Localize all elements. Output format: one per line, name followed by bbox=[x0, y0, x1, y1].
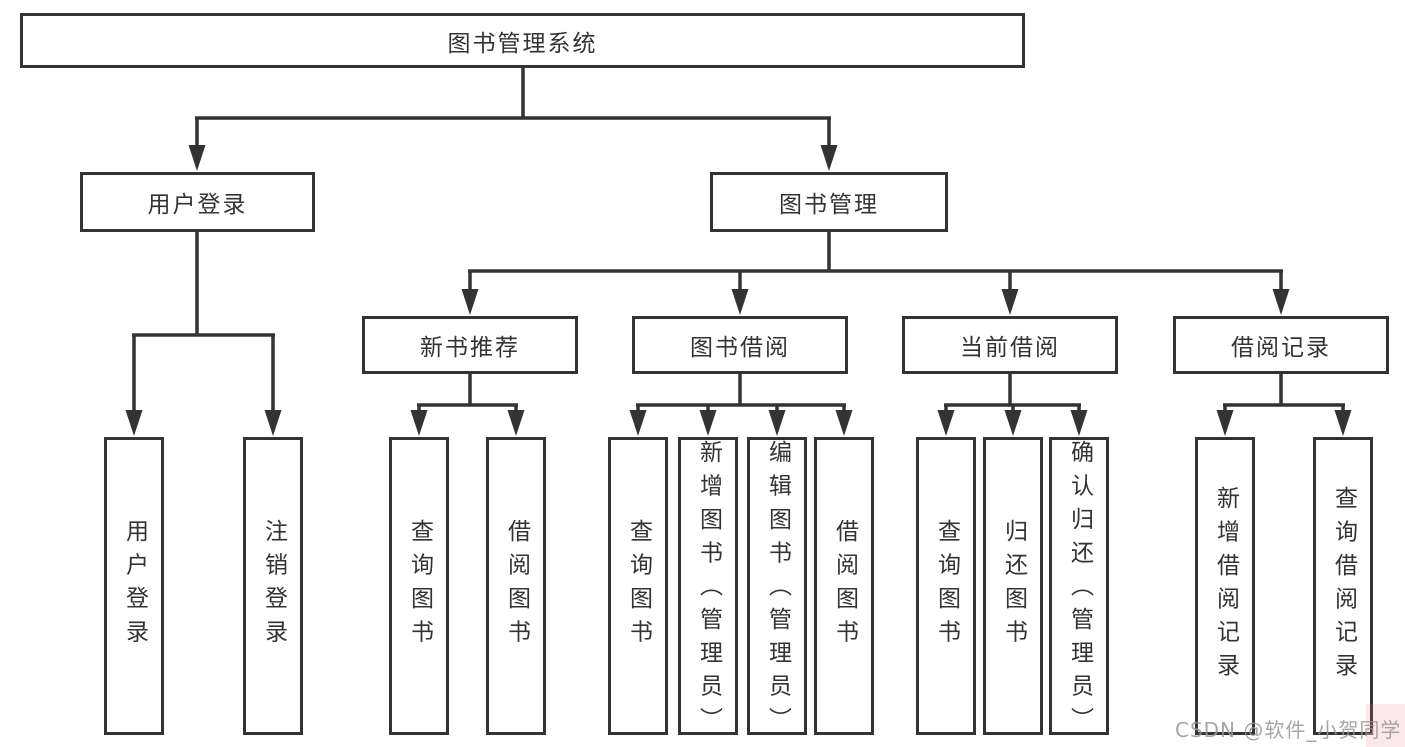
node-current-borrowing: 当前借阅 bbox=[902, 316, 1118, 374]
watermark-highlight bbox=[1366, 704, 1405, 747]
node-library-system: 图书管理系统 bbox=[20, 13, 1025, 68]
leaf-label: 查询图书 bbox=[933, 519, 960, 653]
leaf-label: 注销登录 bbox=[260, 519, 287, 653]
leaf-return-books: 归还图书 bbox=[983, 437, 1043, 735]
connector-records-to-leaves bbox=[1223, 374, 1345, 416]
node-book-management: 图书管理 bbox=[710, 172, 948, 232]
node-label: 图书借阅 bbox=[690, 335, 790, 361]
connector-currentborrow-to-leaves bbox=[944, 374, 1081, 416]
leaf-query-borrow-record: 查询借阅记录 bbox=[1313, 437, 1373, 735]
node-label: 图书管理系统 bbox=[447, 30, 598, 57]
node-label: 新书推荐 bbox=[420, 335, 520, 361]
node-new-book-recommend: 新书推荐 bbox=[362, 316, 578, 374]
node-book-borrowing: 图书借阅 bbox=[632, 316, 848, 374]
leaf-label: 编辑图书（管理员） bbox=[764, 440, 791, 741]
connector-root-to-level2 bbox=[195, 68, 831, 152]
leaf-label: 查询图书 bbox=[406, 519, 433, 653]
leaf-query-books-recommend: 查询图书 bbox=[389, 437, 449, 735]
leaf-label: 新增图书（管理员） bbox=[695, 440, 722, 741]
leaf-query-books-current: 查询图书 bbox=[916, 437, 976, 735]
connector-bookmgmt-to-level3 bbox=[468, 232, 1283, 298]
connector-userlogin-to-leaves bbox=[132, 232, 275, 416]
leaf-user-login: 用户登录 bbox=[104, 437, 164, 735]
leaf-borrow-books-recommend: 借阅图书 bbox=[486, 437, 546, 735]
leaf-label: 查询图书 bbox=[625, 519, 652, 653]
node-label: 借阅记录 bbox=[1231, 335, 1331, 361]
leaf-label: 查询借阅记录 bbox=[1330, 485, 1357, 687]
node-label: 当前借阅 bbox=[960, 335, 1060, 361]
leaf-confirm-return-admin: 确认归还（管理员） bbox=[1049, 437, 1109, 741]
node-label: 用户登录 bbox=[147, 192, 248, 218]
node-borrowing-records: 借阅记录 bbox=[1173, 316, 1389, 374]
leaf-logout: 注销登录 bbox=[243, 437, 303, 735]
leaf-label: 确认归还（管理员） bbox=[1066, 440, 1093, 741]
leaf-label: 用户登录 bbox=[121, 519, 148, 653]
connector-bookborrow-to-leaves bbox=[636, 374, 846, 416]
leaf-label: 借阅图书 bbox=[831, 519, 858, 653]
leaf-label: 新增借阅记录 bbox=[1212, 485, 1239, 687]
watermark-text: CSDN @软件_小贺同学 bbox=[1175, 718, 1402, 742]
leaf-add-books-admin: 新增图书（管理员） bbox=[678, 437, 738, 741]
leaf-label: 归还图书 bbox=[1000, 519, 1027, 653]
leaf-borrow-books: 借阅图书 bbox=[814, 437, 874, 735]
arrowheads bbox=[125, 145, 1352, 436]
leaf-add-borrow-record: 新增借阅记录 bbox=[1195, 437, 1255, 735]
leaf-query-books-borrow: 查询图书 bbox=[608, 437, 668, 735]
node-user-login: 用户登录 bbox=[80, 172, 315, 232]
node-label: 图书管理 bbox=[779, 192, 879, 218]
leaf-label: 借阅图书 bbox=[503, 519, 530, 653]
leaf-edit-books-admin: 编辑图书（管理员） bbox=[747, 437, 807, 741]
connector-newbook-to-leaves bbox=[417, 374, 518, 416]
